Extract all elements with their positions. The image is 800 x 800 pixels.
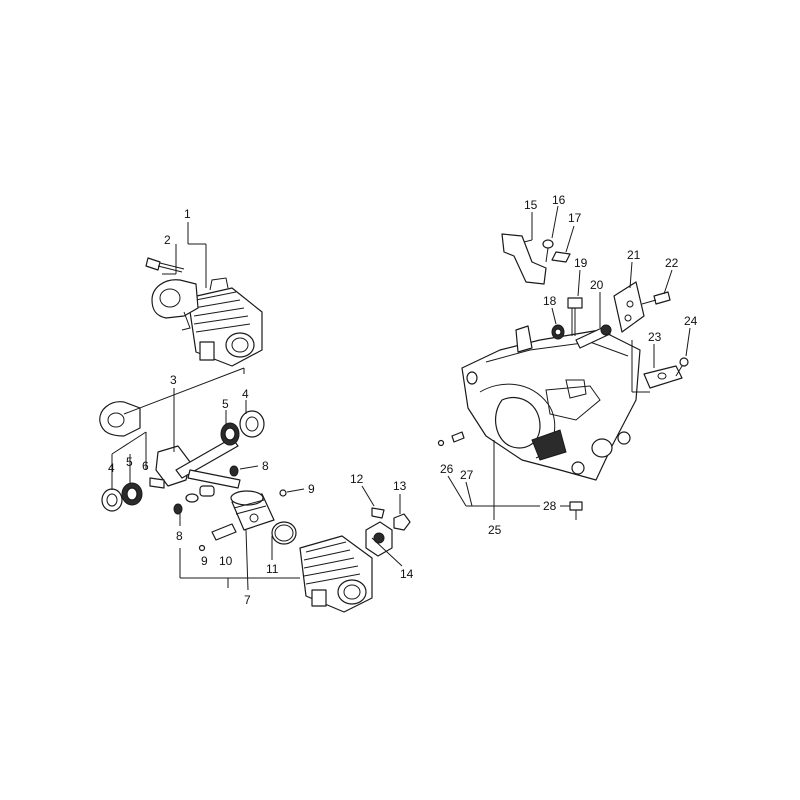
callout-4-left: 4: [108, 461, 115, 475]
callout-18: 18: [543, 294, 557, 308]
plate-21: [613, 281, 645, 333]
screw-12: [371, 507, 385, 519]
callout-8-upper: 8: [262, 459, 269, 473]
needle-bearing-8: [173, 465, 239, 515]
nut-13: [393, 513, 411, 531]
callout-5-left: 5: [126, 455, 133, 469]
callout-6: 6: [142, 459, 149, 473]
plate-15: [501, 233, 547, 285]
callout-21: 21: [627, 248, 641, 262]
bolt-24: [675, 357, 689, 377]
seal-4-right: [239, 410, 265, 438]
callout-16: 16: [552, 193, 566, 207]
callout-2: 2: [164, 233, 171, 247]
cylinder-cover-upper: [151, 279, 199, 331]
piston-pin-10: [211, 523, 237, 541]
bolt-22: [641, 291, 671, 305]
callout-14: 14: [400, 567, 414, 581]
intake-flange-14: [365, 521, 393, 557]
callout-27: 27: [460, 468, 474, 482]
callout-9-lower: 9: [201, 554, 208, 568]
bearing-5-right: [220, 422, 240, 446]
bolt-2: [145, 257, 185, 273]
callout-5-right: 5: [222, 397, 229, 411]
bolt-28: [569, 501, 583, 520]
callout-3: 3: [170, 373, 177, 387]
callout-17: 17: [568, 211, 582, 225]
callout-20: 20: [590, 278, 604, 292]
callout-23: 23: [648, 330, 662, 344]
seal-4-left: [101, 488, 123, 512]
callout-7: 7: [244, 593, 251, 607]
piston-ring-11: [271, 521, 297, 545]
callout-24: 24: [684, 314, 698, 328]
callout-15: 15: [524, 198, 538, 212]
leader-lines: [111, 205, 691, 591]
piston-7: [230, 490, 275, 531]
callout-8-lower: 8: [176, 529, 183, 543]
callout-labels: 1 2 3 4 5 4 5 6 8 8 9 9 10 11 7 12 13 14…: [108, 193, 698, 607]
callout-26: 26: [440, 462, 454, 476]
crankcase-25: [461, 325, 641, 481]
callout-4-right: 4: [242, 387, 249, 401]
cover-left: [99, 401, 141, 437]
cylinder-lower: [299, 535, 373, 613]
callout-22: 22: [665, 256, 679, 270]
crankshaft: [149, 437, 241, 489]
adjuster-20: [575, 324, 612, 349]
plate-17: [551, 251, 571, 263]
callout-10: 10: [219, 554, 233, 568]
bushing-18: [551, 324, 565, 340]
callout-19: 19: [574, 256, 588, 270]
callout-13: 13: [393, 479, 407, 493]
cover-plate-23: [643, 365, 683, 389]
callout-25: 25: [488, 523, 502, 537]
bearing-5-left: [121, 482, 143, 506]
callout-12: 12: [350, 472, 364, 486]
callout-1: 1: [184, 207, 191, 221]
cylinder-upper: [187, 277, 263, 367]
callout-28: 28: [543, 499, 557, 513]
callout-9-upper: 9: [308, 482, 315, 496]
screw-16: [542, 239, 554, 263]
circlip-9: [198, 489, 287, 552]
callout-11: 11: [266, 562, 279, 576]
bolt-19: [567, 297, 583, 336]
screw-26: [437, 431, 465, 447]
